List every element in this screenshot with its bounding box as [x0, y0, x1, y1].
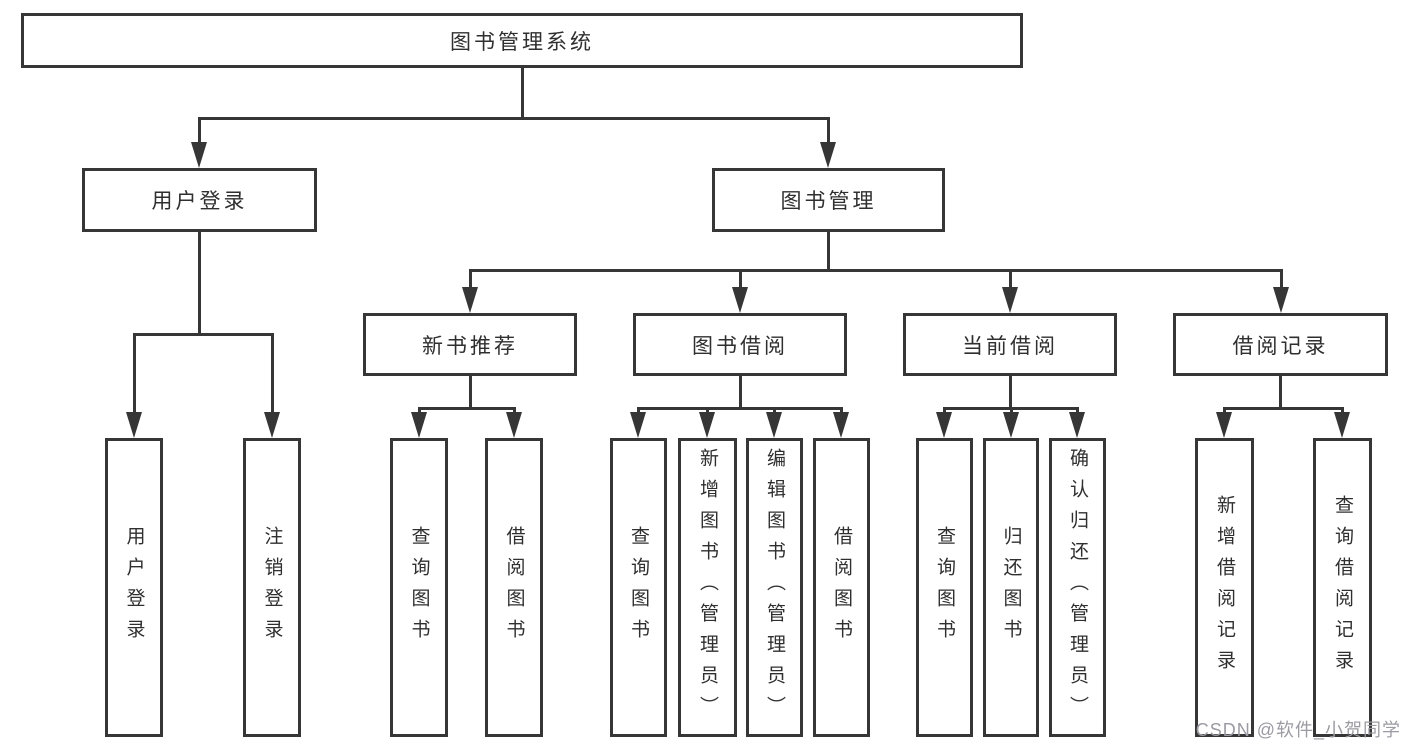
arrow-down-icon	[699, 412, 715, 438]
arrow-down-icon	[411, 412, 427, 438]
arrow-down-icon	[1334, 412, 1350, 438]
arrow-down-icon	[1273, 287, 1289, 313]
node-new-book-recommend: 新书推荐	[363, 313, 577, 376]
node-borrow-records: 借阅记录	[1173, 313, 1388, 376]
arrow-down-icon	[1216, 412, 1232, 438]
connector-line	[1280, 269, 1283, 291]
leaf-label: 查询借阅记录	[1332, 494, 1353, 681]
leaf-label: 查询图书	[934, 525, 955, 650]
connector-line	[1223, 407, 1344, 410]
arrow-down-icon	[506, 412, 522, 438]
leaf-logout-login: 注销登录	[243, 438, 301, 737]
leaf-query-borrow-record: 查询借阅记录	[1313, 438, 1372, 737]
leaf-query-books-borrow: 查询图书	[610, 438, 667, 737]
leaf-query-books-current: 查询图书	[916, 438, 973, 737]
node-root: 图书管理系统	[21, 13, 1023, 68]
leaf-confirm-return-admin: 确认归还（管理员）	[1049, 438, 1106, 737]
node-book-borrow: 图书借阅	[633, 313, 847, 376]
csdn-watermark: CSDN @软件_小贺同学	[1195, 720, 1401, 740]
arrow-down-icon	[126, 412, 142, 438]
leaf-label: 用户登录	[123, 525, 145, 650]
node-label: 用户登录	[151, 190, 248, 213]
connector-line	[133, 333, 136, 415]
connector-line	[1009, 269, 1012, 291]
leaf-user-login: 用户登录	[105, 438, 163, 737]
leaf-label: 查询图书	[628, 525, 649, 650]
leaf-query-books-recommend: 查询图书	[390, 438, 448, 737]
connector-line	[198, 232, 201, 334]
node-label: 图书管理系统	[450, 30, 594, 54]
arrow-down-icon	[1003, 412, 1019, 438]
arrow-down-icon	[264, 412, 280, 438]
leaf-label: 借阅图书	[831, 525, 852, 650]
arrow-down-icon	[1002, 287, 1018, 313]
arrow-down-icon	[936, 412, 952, 438]
connector-line	[827, 232, 830, 270]
connector-line	[1279, 376, 1282, 408]
node-label: 新书推荐	[422, 334, 518, 358]
arrow-down-icon	[732, 287, 748, 313]
arrow-down-icon	[462, 287, 478, 313]
node-book-management: 图书管理	[712, 168, 945, 232]
connector-line	[469, 269, 472, 291]
leaf-add-book-admin: 新增图书（管理员）	[678, 438, 737, 737]
node-user-login: 用户登录	[82, 168, 317, 232]
connector-line	[271, 333, 274, 415]
node-label: 图书借阅	[692, 334, 788, 358]
leaf-label: 确认归还（管理员）	[1067, 448, 1088, 727]
arrow-down-icon	[820, 142, 836, 168]
node-current-borrow: 当前借阅	[903, 313, 1117, 376]
leaf-edit-book-admin: 编辑图书（管理员）	[746, 438, 803, 737]
leaf-borrow-books: 借阅图书	[813, 438, 870, 737]
node-label: 当前借阅	[962, 334, 1058, 358]
connector-line	[827, 117, 830, 147]
arrow-down-icon	[630, 412, 646, 438]
connector-line	[637, 407, 843, 410]
connector-line	[133, 333, 274, 336]
connector-line	[1009, 376, 1012, 408]
arrow-down-icon	[191, 142, 207, 168]
leaf-label: 新增图书（管理员）	[697, 448, 718, 727]
connector-line	[469, 269, 1283, 272]
connector-line	[739, 376, 742, 408]
leaf-label: 借阅图书	[503, 525, 525, 650]
leaf-label: 新增借阅记录	[1214, 494, 1235, 681]
connector-line	[418, 407, 516, 410]
leaf-return-book: 归还图书	[983, 438, 1039, 737]
node-label: 借阅记录	[1232, 334, 1329, 358]
connector-line	[198, 117, 201, 147]
leaf-label: 注销登录	[261, 525, 283, 650]
leaf-add-borrow-record: 新增借阅记录	[1195, 438, 1254, 737]
leaf-label: 查询图书	[408, 525, 430, 650]
connector-line	[521, 68, 524, 118]
arrow-down-icon	[766, 412, 782, 438]
connector-line	[739, 269, 742, 291]
leaf-borrow-books-recommend: 借阅图书	[485, 438, 543, 737]
connector-line	[469, 376, 472, 408]
connector-line	[198, 117, 830, 120]
arrow-down-icon	[1069, 412, 1085, 438]
arrow-down-icon	[833, 412, 849, 438]
node-label: 图书管理	[780, 190, 877, 213]
leaf-label: 编辑图书（管理员）	[764, 448, 785, 727]
leaf-label: 归还图书	[1000, 525, 1022, 650]
